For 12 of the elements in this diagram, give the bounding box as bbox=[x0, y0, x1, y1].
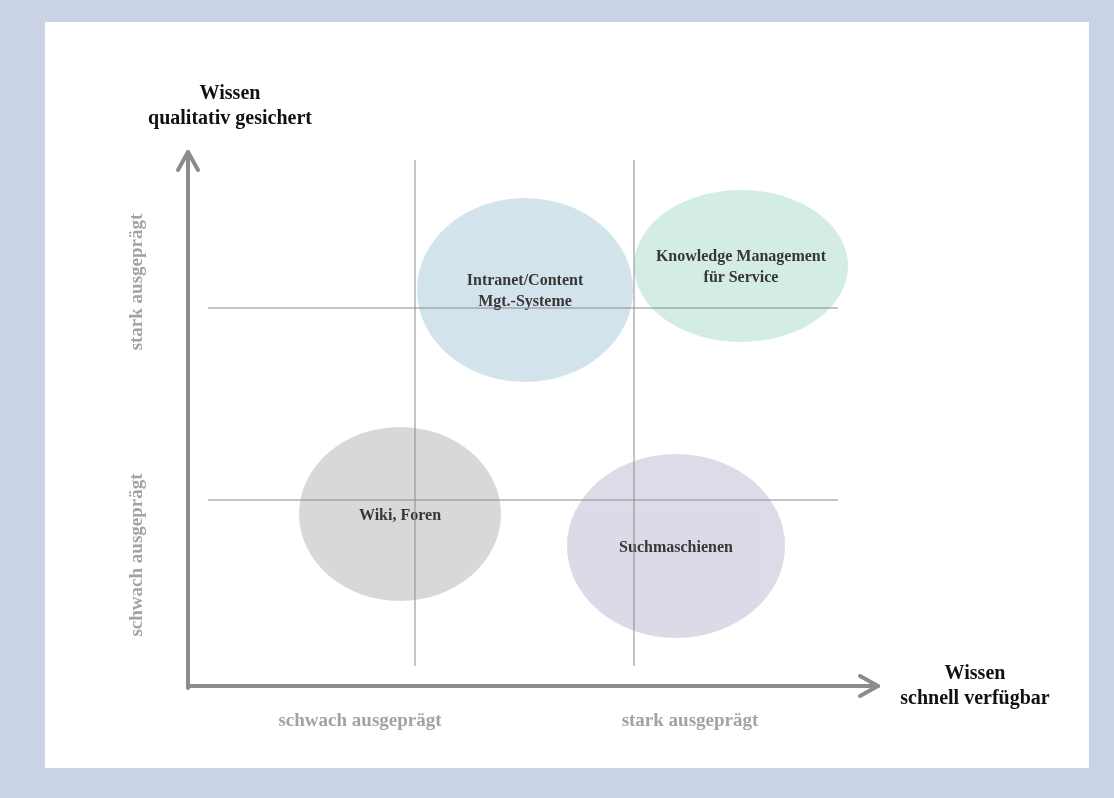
axis-title: Wissen bbox=[944, 659, 1006, 685]
ellipse-label: Knowledge Management für Service bbox=[654, 246, 828, 287]
ellipse-label: Intranet/Content Mgt.-Systeme bbox=[465, 270, 585, 311]
ellipse-label: Wiki, Foren bbox=[357, 504, 443, 525]
ellipse-label: Suchmaschienen bbox=[618, 536, 734, 557]
axis-tick-label: schwach ausgeprägt bbox=[278, 707, 442, 732]
axis-tick-label: stark ausgeprägt bbox=[123, 213, 147, 351]
axis-title: schnell verfügbar bbox=[900, 684, 1050, 710]
axis-tick-label: stark ausgeprägt bbox=[621, 707, 759, 732]
axis-tick-label: schwach ausgeprägt bbox=[123, 473, 147, 637]
axis-title: qualitativ gesichert bbox=[148, 104, 312, 130]
axis-title: Wissen bbox=[199, 79, 261, 105]
